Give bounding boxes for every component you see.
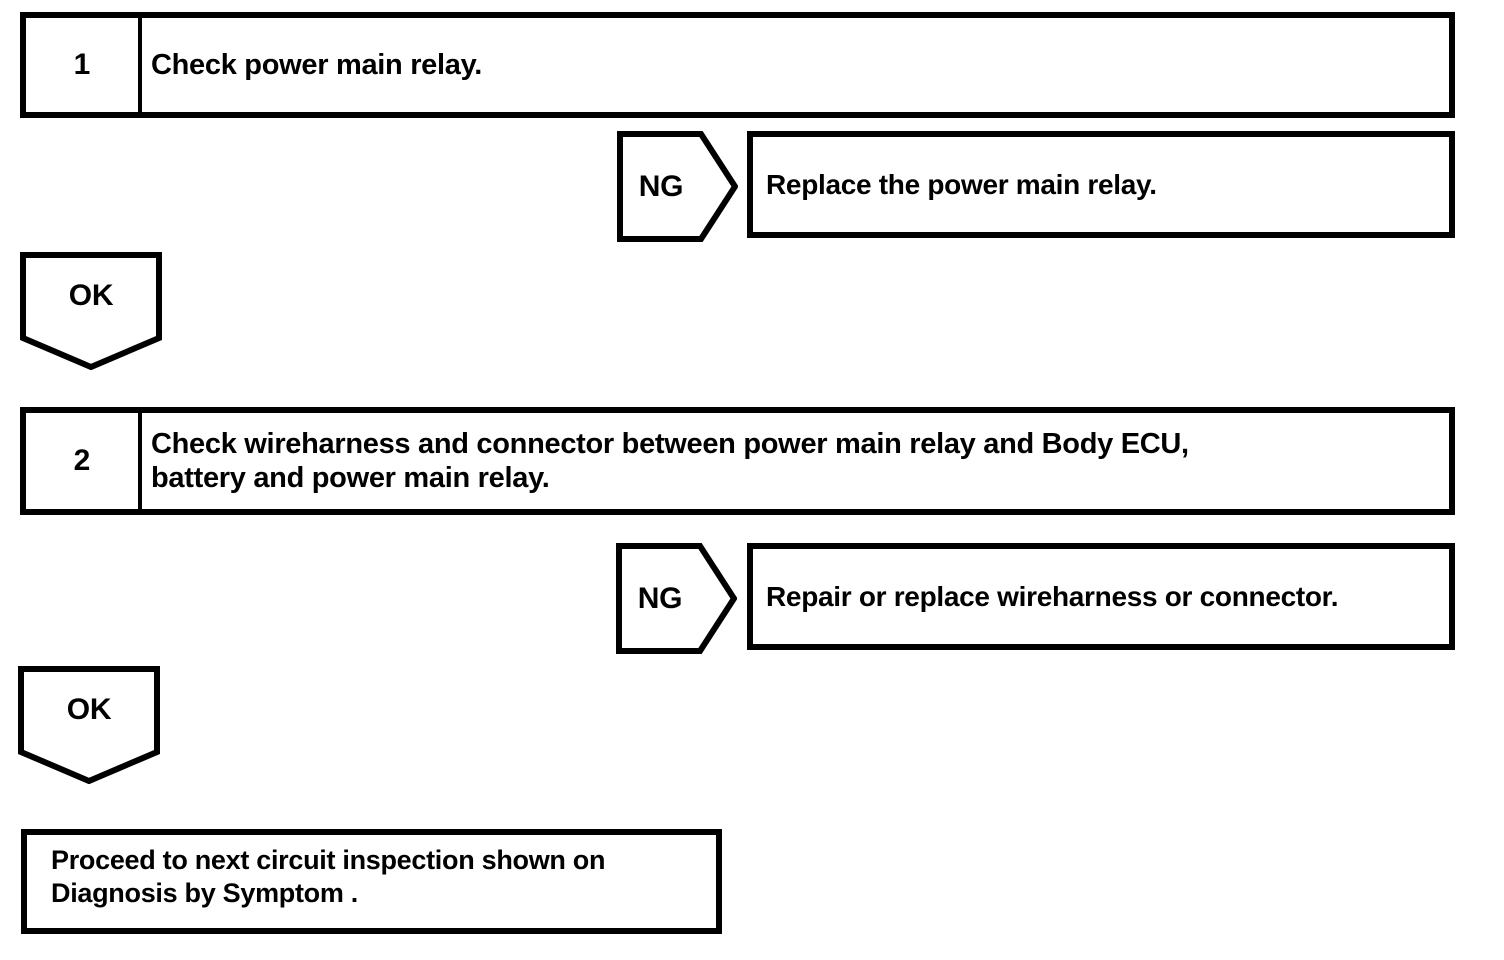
ok-branch-1: OK [20,252,162,370]
ok-label-1: OK [68,279,114,312]
final-instruction-line-1: Proceed to next circuit inspection shown… [51,845,606,875]
ng-right-arrow-pentagon-icon [617,131,738,242]
step-2-text: Check wireharness and connector between … [142,413,1449,509]
ng-label-1: NG [638,169,684,203]
step-1-box: 1 Check power main relay. [20,12,1455,118]
ng-branch-2: NG [616,543,737,654]
ng-result-2-box: Repair or replace wireharness or connect… [747,543,1455,650]
ok-branch-2: OK [18,666,160,784]
final-instruction-line-2: Diagnosis by Symptom . [51,878,358,908]
ng-branch-1: NG [617,131,738,242]
ok-down-arrow-pentagon-icon [20,252,162,370]
ok-label-2: OK [66,693,112,726]
step-2-number: 2 [26,413,142,509]
step-2-box: 2 Check wireharness and connector betwee… [20,407,1455,515]
step-1-number: 1 [26,18,142,112]
ok-down-arrow-pentagon-icon [18,666,160,784]
ng-right-arrow-pentagon-icon [616,543,737,654]
final-instruction-box: Proceed to next circuit inspection shown… [21,829,722,934]
ng-label-2: NG [637,581,683,615]
step-2-instruction-line-1: Check wireharness and connector between … [151,428,1189,460]
ng-result-1-text: Replace the power main relay. [766,168,1157,200]
step-2-instruction-line-2: battery and power main relay. [151,462,550,494]
ng-result-2-text: Repair or replace wireharness or connect… [766,580,1339,612]
step-1-text: Check power main relay. [142,18,1449,112]
ng-result-1-box: Replace the power main relay. [747,131,1455,238]
step-1-instruction: Check power main relay. [151,49,483,81]
